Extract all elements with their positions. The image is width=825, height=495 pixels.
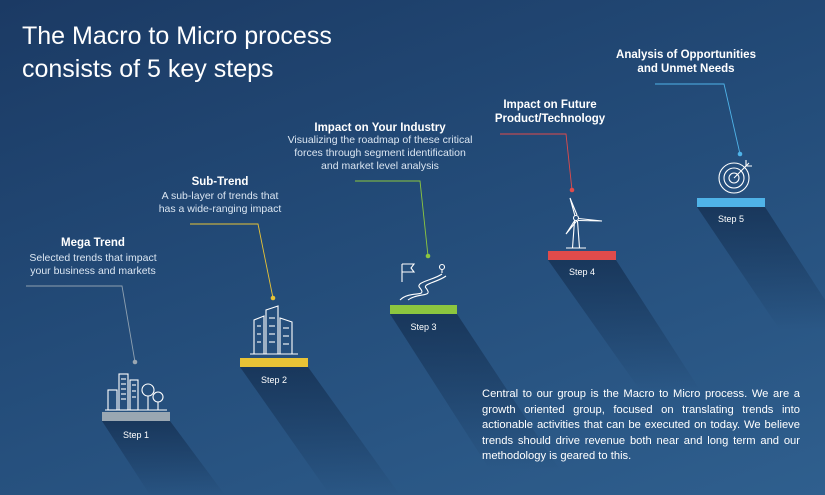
step3-title: Impact on Your Industry: [314, 122, 446, 134]
step1-platform: [102, 412, 170, 421]
step3-description: Visualizing the roadmap of these critica…: [287, 134, 473, 172]
step3-connector-dot: [425, 253, 431, 259]
page-title: The Macro to Micro process consists of 5…: [22, 22, 332, 83]
step2-description: A sub-layer of trends that has a wide-ra…: [158, 190, 282, 215]
step4-title: Impact on Future Product/Technology: [494, 99, 606, 125]
step3-shadow: [390, 314, 560, 470]
step5-connector: [655, 83, 741, 155]
step2-platform: [240, 358, 308, 367]
step2-connector: [190, 223, 274, 299]
step5-label: Step 5: [717, 214, 745, 224]
buildings-icon: [250, 305, 298, 355]
step4-label: Step 4: [568, 267, 596, 277]
step1-connector: [26, 285, 136, 363]
city-trees-icon: [105, 373, 167, 411]
step2-connector-dot: [270, 295, 276, 301]
step3-connector: [355, 180, 429, 257]
target-icon: [718, 160, 752, 194]
step4-platform: [548, 251, 616, 260]
step1-label: Step 1: [122, 430, 150, 440]
wind-turbine-icon: [565, 197, 603, 249]
step5-title: Analysis of Opportunities and Unmet Need…: [616, 49, 756, 75]
step5-platform: [697, 198, 765, 207]
step4-shadow: [548, 260, 700, 390]
step4-connector: [500, 133, 573, 191]
step1-title: Mega Trend: [61, 237, 125, 249]
intro-paragraph: Central to our group is the Macro to Mic…: [482, 388, 800, 462]
step1-connector-dot: [132, 359, 138, 365]
step2-shadow: [240, 367, 400, 495]
step3-label: Step 3: [410, 322, 437, 332]
roadmap-flag-icon: [399, 263, 447, 301]
step3-platform: [390, 305, 457, 314]
step1-description: Selected trends that impact your busines…: [29, 252, 157, 277]
step5-shadow: [697, 207, 825, 330]
step2-title: Sub-Trend: [191, 176, 249, 188]
step1-shadow: [102, 421, 225, 495]
step4-connector-dot: [569, 187, 575, 193]
step5-connector-dot: [737, 151, 743, 157]
step2-label: Step 2: [260, 375, 288, 385]
